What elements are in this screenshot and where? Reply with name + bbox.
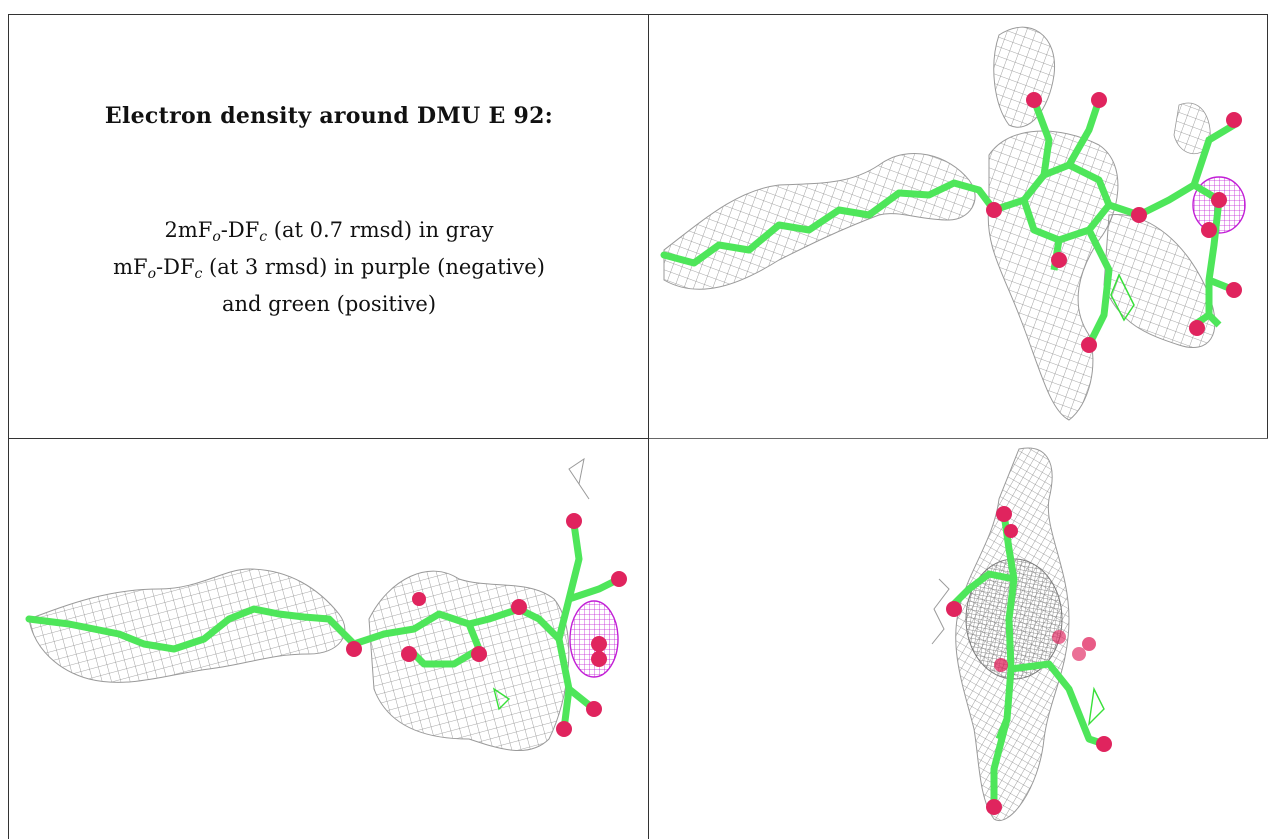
table-mid-border-right	[648, 438, 1268, 439]
legend-text: 2mFo-DFc (at 0.7 rmsd) in gray mFo-DFc (…	[9, 215, 649, 319]
legend-line1-sub-c: c	[259, 229, 268, 245]
table-top-border	[8, 14, 1268, 15]
table-right-border	[1267, 14, 1268, 438]
legend-line1-sub-o: o	[212, 229, 221, 245]
legend-line1-part-c: (at 0.7 rmsd) in gray	[267, 218, 494, 242]
table-center-border	[648, 14, 649, 839]
legend-line2-part-a: mF	[113, 255, 148, 279]
legend-cell: Electron density around DMU E 92: 2mFo-D…	[9, 15, 649, 438]
density-map-top-right	[660, 26, 1246, 421]
legend-line1-part-b: -DF	[220, 218, 260, 242]
density-view-top-right	[649, 15, 1267, 438]
legend-line2-sub-o: o	[147, 266, 157, 282]
legend-line2-part-b: -DF	[156, 255, 195, 279]
legend-line1-part-a: 2mF	[164, 218, 213, 242]
density-view-bottom-right	[649, 439, 1267, 839]
density-view-bottom-left	[9, 439, 648, 839]
legend-line-2mfo: 2mFo-DFc (at 0.7 rmsd) in gray	[9, 215, 649, 252]
legend-title: Electron density around DMU E 92:	[104, 103, 554, 129]
legend-line-positive: and green (positive)	[221, 292, 437, 316]
legend-line2-sub-c: c	[194, 266, 203, 282]
table-mid-border-left	[8, 438, 648, 439]
legend-line2-part-c: (at 3 rmsd) in purple (negative)	[202, 255, 545, 279]
density-map-bottom-right	[931, 447, 1112, 822]
table-left-border	[8, 14, 9, 839]
density-map-bottom-left	[25, 457, 627, 752]
legend-line-mfo: mFo-DFc (at 3 rmsd) in purple (negative)	[9, 252, 649, 289]
